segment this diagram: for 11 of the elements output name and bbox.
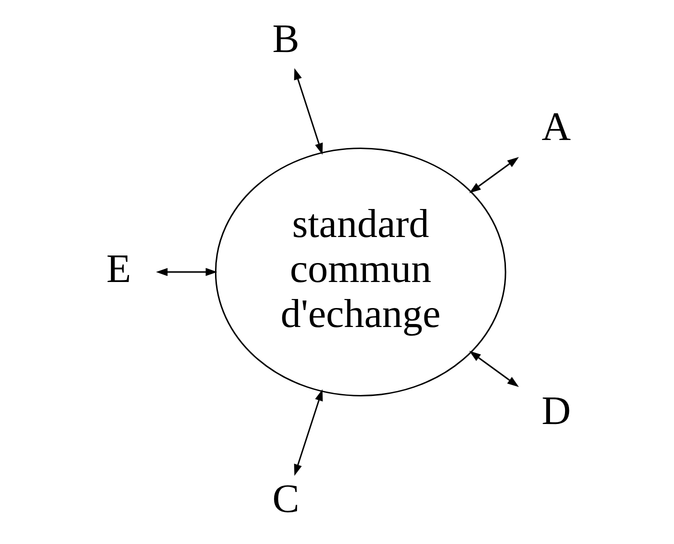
arrow (155, 268, 217, 276)
arrow (468, 157, 518, 194)
arrow (294, 68, 322, 155)
node-ellipse: standard commun d'echange (214, 148, 506, 396)
node-text: E (106, 246, 131, 291)
node-text: B (272, 16, 299, 61)
node-text: D (541, 388, 570, 434)
node-text: C (272, 476, 299, 521)
arrow (468, 350, 518, 387)
node-text: A (541, 104, 570, 149)
arrow (294, 389, 322, 476)
